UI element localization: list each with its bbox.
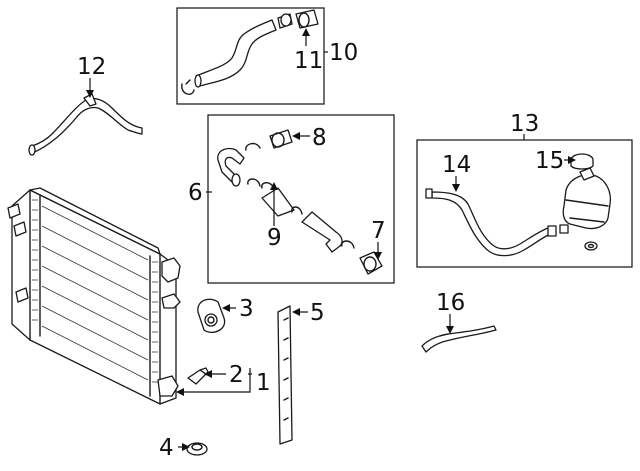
callout-7: 7 [371,218,386,244]
mount-bracket-part [197,298,226,333]
lower-hose-part [217,142,261,187]
reservoir-grommet-part [584,241,598,251]
lower-hose-segment-part [291,206,355,253]
coolant-reservoir-part [562,167,612,230]
callout-6: 6 [188,180,203,206]
hose-connector-9-part [261,182,295,217]
callout-1: 1 [256,370,271,396]
callout-3: 3 [239,296,254,322]
callout-11: 11 [294,48,323,74]
drain-plug-part [187,367,209,385]
hose-clamp-8-part [269,129,293,149]
hose-clamp-7-part [359,251,383,275]
callout-14: 14 [442,152,471,178]
reservoir-cap-15-part [570,153,594,170]
callout-9: 9 [267,225,282,251]
upper-hose-part [181,13,293,95]
callout-5: 5 [310,300,325,326]
reservoir-hose-14-part [425,188,569,257]
callout-4: 4 [159,435,174,461]
callout-10: 10 [329,40,358,66]
radiator-part [7,187,181,405]
overflow-hose-part [421,325,497,353]
callout-15: 15 [535,148,564,174]
callout-16: 16 [436,290,465,316]
seal-strip-part [277,305,293,445]
upper-hose-group-box [176,7,325,105]
bypass-hose-part [28,93,143,156]
hose-clamp-11-part [295,9,319,29]
callout-12: 12 [77,54,106,80]
clip-part [186,442,208,456]
callout-8: 8 [312,125,327,151]
lower-hose-group-box [207,114,395,284]
callout-2: 2 [229,362,244,388]
callout-13: 13 [510,111,539,137]
